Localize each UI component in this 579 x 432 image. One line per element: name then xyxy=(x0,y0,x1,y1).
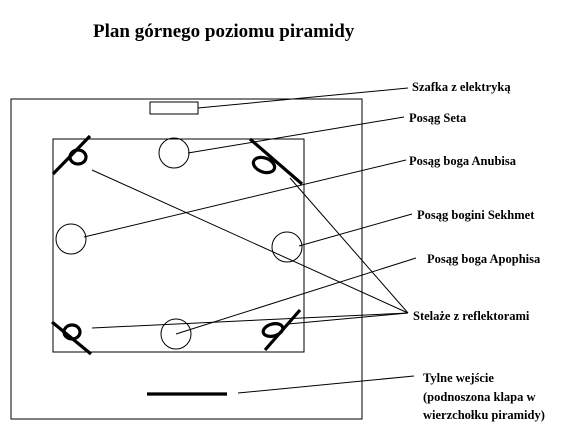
light-rack-bottom-right xyxy=(261,308,302,352)
statue-anubis xyxy=(55,223,87,255)
label-wejscie-line1: Tylne wejście xyxy=(423,371,494,385)
leader-stelaze-2 xyxy=(289,177,409,314)
leader-stelaze-4 xyxy=(287,312,409,325)
label-stelaze: Stelaże z reflektorami xyxy=(413,309,530,323)
label-set: Posąg Seta xyxy=(409,111,467,125)
label-apophis: Posąg boga Apophisa xyxy=(427,252,541,266)
diagram-title: Plan górnego poziomu piramidy xyxy=(93,21,355,42)
leader-szafka xyxy=(197,87,409,109)
leader-stelaze-3 xyxy=(91,312,409,329)
leader-stelaze-1 xyxy=(91,169,409,314)
leader-anubis xyxy=(83,159,407,238)
statue-apophis xyxy=(160,318,192,350)
label-anubis: Posąg boga Anubisa xyxy=(409,154,517,168)
statue-set xyxy=(158,137,190,169)
label-szafka: Szafka z elektryką xyxy=(412,80,511,94)
light-rack-top-left xyxy=(51,134,92,176)
light-rack-bottom-left xyxy=(50,320,93,356)
outer-room-outline xyxy=(10,98,363,420)
leader-set xyxy=(187,116,405,154)
leader-sekhmet xyxy=(298,213,413,247)
label-sekhmet: Posąg bogini Sekhmet xyxy=(417,208,535,222)
leader-wejscie xyxy=(237,375,415,394)
light-rack-top-right xyxy=(248,137,304,186)
statue-sekhmet xyxy=(271,231,303,263)
label-wejscie-line2: (podnoszona klapa w xyxy=(423,390,536,404)
electrical-cabinet xyxy=(149,101,199,115)
leader-lines xyxy=(83,87,417,394)
leader-apophis xyxy=(175,257,417,335)
label-wejscie-line3: wierzchołku piramidy) xyxy=(423,408,545,422)
